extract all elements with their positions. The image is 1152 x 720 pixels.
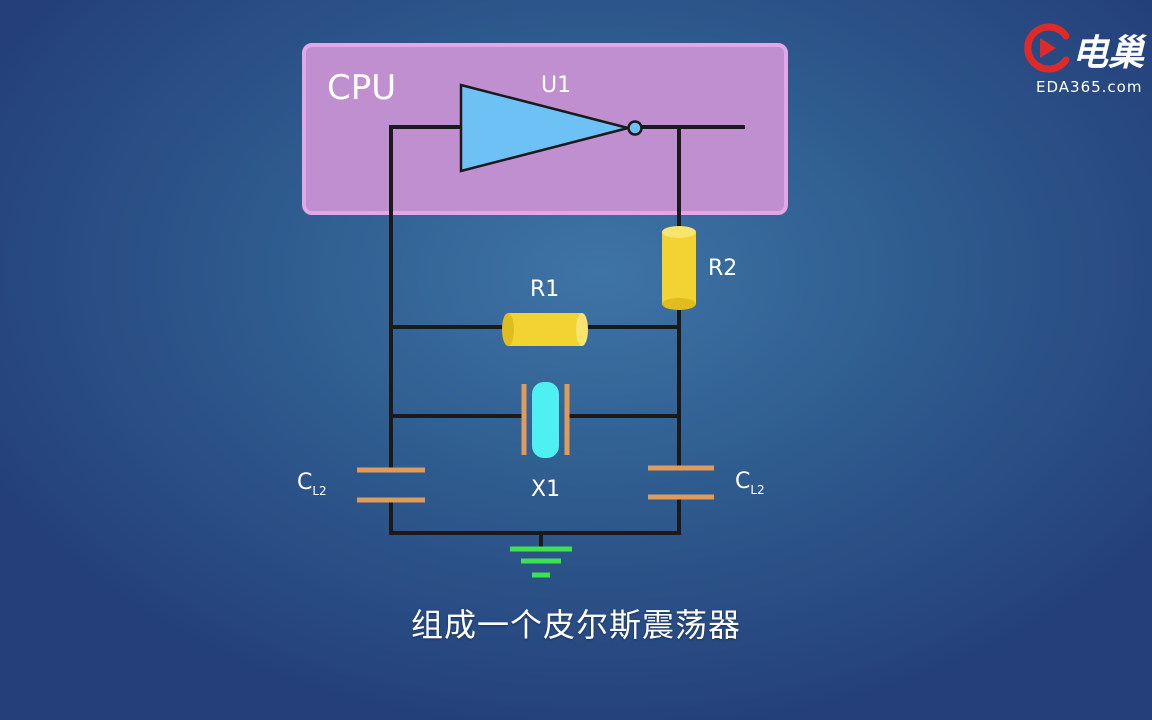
logo-mark-icon <box>1024 23 1070 73</box>
inverter-u1 <box>459 83 643 173</box>
resistor-r1 <box>502 313 588 346</box>
capacitor-right <box>648 465 714 500</box>
logo: 电巢 EDA365.com <box>1022 22 1152 102</box>
inverter-bubble <box>627 120 643 136</box>
crystal-x1 <box>521 382 570 458</box>
resistor-r2-label: R2 <box>708 256 737 281</box>
crystal-label: X1 <box>531 477 560 502</box>
capacitor-left <box>357 467 425 503</box>
capacitor-right-label: CL2 <box>735 469 765 497</box>
logo-brand: 电巢 <box>1072 33 1145 74</box>
circuit-wires <box>389 125 745 548</box>
subtitle-caption: 组成一个皮尔斯震荡器 <box>410 606 741 644</box>
capacitor-left-label: CL2 <box>297 470 327 498</box>
cpu-label: CPU <box>327 68 396 108</box>
ground-symbol <box>510 546 572 578</box>
resistor-r2 <box>662 226 696 310</box>
resistor-r1-label: R1 <box>530 277 559 302</box>
inverter-label: U1 <box>541 73 571 98</box>
logo-domain: EDA365.com <box>1036 78 1143 96</box>
